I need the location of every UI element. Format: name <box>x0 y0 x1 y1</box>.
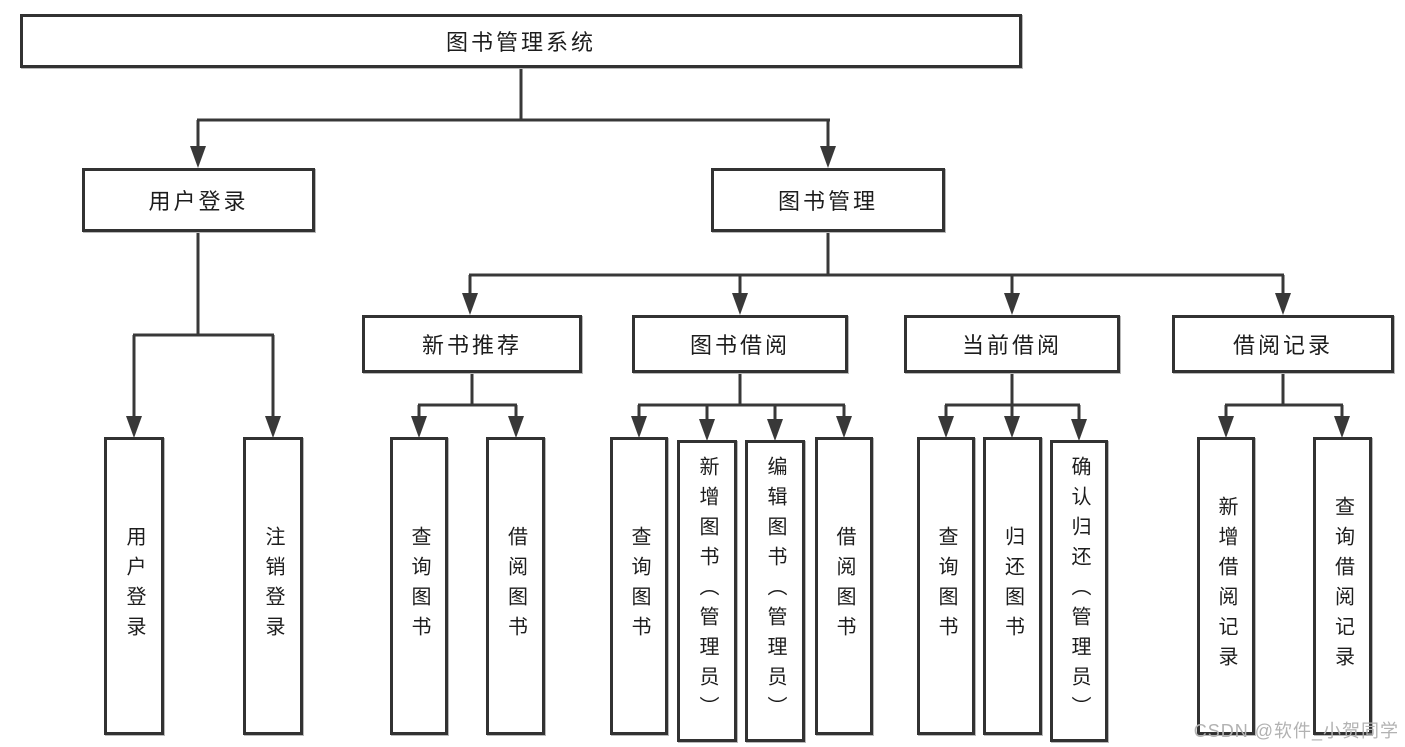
arrow-down-icon <box>265 416 281 438</box>
arrow-down-icon <box>732 293 748 315</box>
arrow-down-icon <box>1004 416 1020 438</box>
node-book-borrow-label: 图书借阅 <box>689 333 790 358</box>
node-cb-return-book-label: 归还图书 <box>1001 526 1024 646</box>
arrowhead-icons <box>126 146 1350 441</box>
arrow-down-icon <box>1071 419 1087 441</box>
arrow-down-icon <box>767 419 783 441</box>
node-cb-query-book: 查询图书 <box>917 437 975 735</box>
node-bb-query-book-label: 查询图书 <box>628 526 650 646</box>
node-root-label: 图书管理系统 <box>445 30 596 55</box>
node-br-add-record: 新增借阅记录 <box>1197 437 1255 735</box>
arrow-down-icon <box>1004 293 1020 315</box>
arrow-down-icon <box>820 146 836 168</box>
node-user-login: 用户登录 <box>82 168 315 232</box>
node-bb-add-book-admin-label: 新增图书（管理员） <box>696 456 718 726</box>
arrow-down-icon <box>508 416 524 438</box>
node-cb-confirm-return-admin-label: 确认归还（管理员） <box>1068 456 1090 726</box>
node-br-query-record: 查询借阅记录 <box>1313 437 1372 735</box>
node-bb-borrow-book: 借阅图书 <box>815 437 873 735</box>
arrow-down-icon <box>1218 416 1234 438</box>
arrow-down-icon <box>1275 293 1291 315</box>
node-book-management: 图书管理 <box>711 168 945 232</box>
arrow-down-icon <box>462 293 478 315</box>
node-book-borrow: 图书借阅 <box>632 315 848 373</box>
arrow-down-icon <box>938 416 954 438</box>
node-bb-query-book: 查询图书 <box>610 437 668 735</box>
node-rec-query-book-label: 查询图书 <box>408 526 430 646</box>
node-bb-edit-book-admin: 编辑图书（管理员） <box>745 440 805 742</box>
node-rec-borrow-book-label: 借阅图书 <box>504 526 527 646</box>
arrow-down-icon <box>836 416 852 438</box>
node-current-borrow-label: 当前借阅 <box>961 333 1062 358</box>
arrow-down-icon <box>699 419 715 441</box>
node-bb-add-book-admin: 新增图书（管理员） <box>677 440 737 742</box>
node-root: 图书管理系统 <box>20 14 1022 68</box>
arrow-down-icon <box>126 416 142 438</box>
csdn-watermark: CSDN @软件_小贺同学 <box>1193 721 1399 741</box>
arrow-down-icon <box>631 416 647 438</box>
arrow-down-icon <box>411 416 427 438</box>
node-rec-query-book: 查询图书 <box>390 437 448 735</box>
node-borrow-record: 借阅记录 <box>1172 315 1394 373</box>
node-user-login-label: 用户登录 <box>148 189 249 214</box>
node-new-book-recommend: 新书推荐 <box>362 315 582 373</box>
node-bb-borrow-book-label: 借阅图书 <box>833 526 855 646</box>
node-logout-label: 注销登录 <box>262 526 284 646</box>
node-book-management-label: 图书管理 <box>777 189 878 214</box>
node-login-label: 用户登录 <box>123 526 145 646</box>
node-cb-return-book: 归还图书 <box>983 437 1042 735</box>
node-br-query-record-label: 查询借阅记录 <box>1331 496 1354 676</box>
arrow-down-icon <box>190 146 206 168</box>
node-new-book-recommend-label: 新书推荐 <box>421 333 522 358</box>
node-rec-borrow-book: 借阅图书 <box>486 437 545 735</box>
node-borrow-record-label: 借阅记录 <box>1232 333 1333 358</box>
node-logout: 注销登录 <box>243 437 303 735</box>
node-cb-confirm-return-admin: 确认归还（管理员） <box>1050 440 1108 742</box>
node-login: 用户登录 <box>104 437 164 735</box>
node-br-add-record-label: 新增借阅记录 <box>1215 496 1237 676</box>
arrow-down-icon <box>1334 416 1350 438</box>
node-bb-edit-book-admin-label: 编辑图书（管理员） <box>764 456 786 726</box>
node-current-borrow: 当前借阅 <box>904 315 1120 373</box>
node-cb-query-book-label: 查询图书 <box>935 526 957 646</box>
